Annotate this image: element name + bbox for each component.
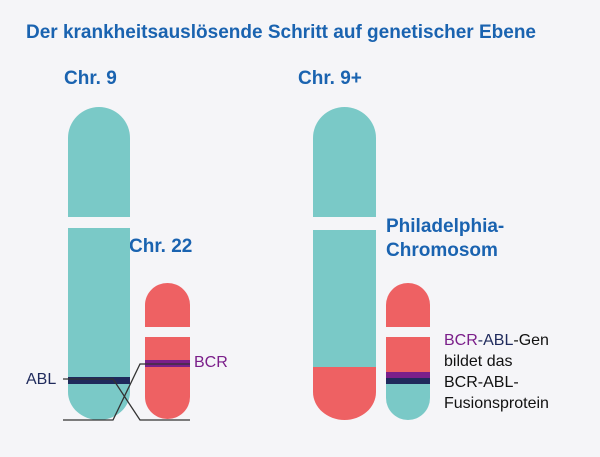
chr22-label: Chr. 22	[129, 236, 193, 257]
chr9plus-label: Chr. 9+	[298, 68, 362, 89]
desc-abl: ABL	[483, 332, 514, 349]
philadelphia-label-2: Chromosom	[386, 240, 498, 261]
desc-gen: -Gen	[513, 332, 549, 349]
chromosome-22	[145, 283, 190, 420]
desc-dash: -	[477, 332, 484, 349]
diagram-title: Der krankheitsauslösende Schritt auf gen…	[26, 22, 537, 43]
abl-label: ABL	[26, 371, 57, 388]
desc-line4: Fusionsprotein	[444, 395, 549, 412]
abl-band	[68, 377, 130, 384]
chromosome-9	[68, 107, 130, 420]
fusion-gene-description: BCR-ABL-Gen bildet das BCR-ABL- Fusionsp…	[444, 330, 549, 414]
desc-line3: BCR-ABL-	[444, 374, 519, 391]
desc-line2: bildet das	[444, 353, 513, 370]
abl-band	[386, 378, 430, 384]
chr9-label: Chr. 9	[64, 68, 117, 89]
desc-bcr: BCR	[444, 332, 478, 349]
translocation-lines	[63, 363, 190, 421]
philadelphia-chromosome	[386, 283, 430, 420]
bcr-band	[386, 372, 430, 378]
bcr-label: BCR	[194, 354, 228, 371]
chromosome-9plus	[313, 107, 376, 421]
philadelphia-label-1: Philadelphia-	[386, 216, 505, 237]
